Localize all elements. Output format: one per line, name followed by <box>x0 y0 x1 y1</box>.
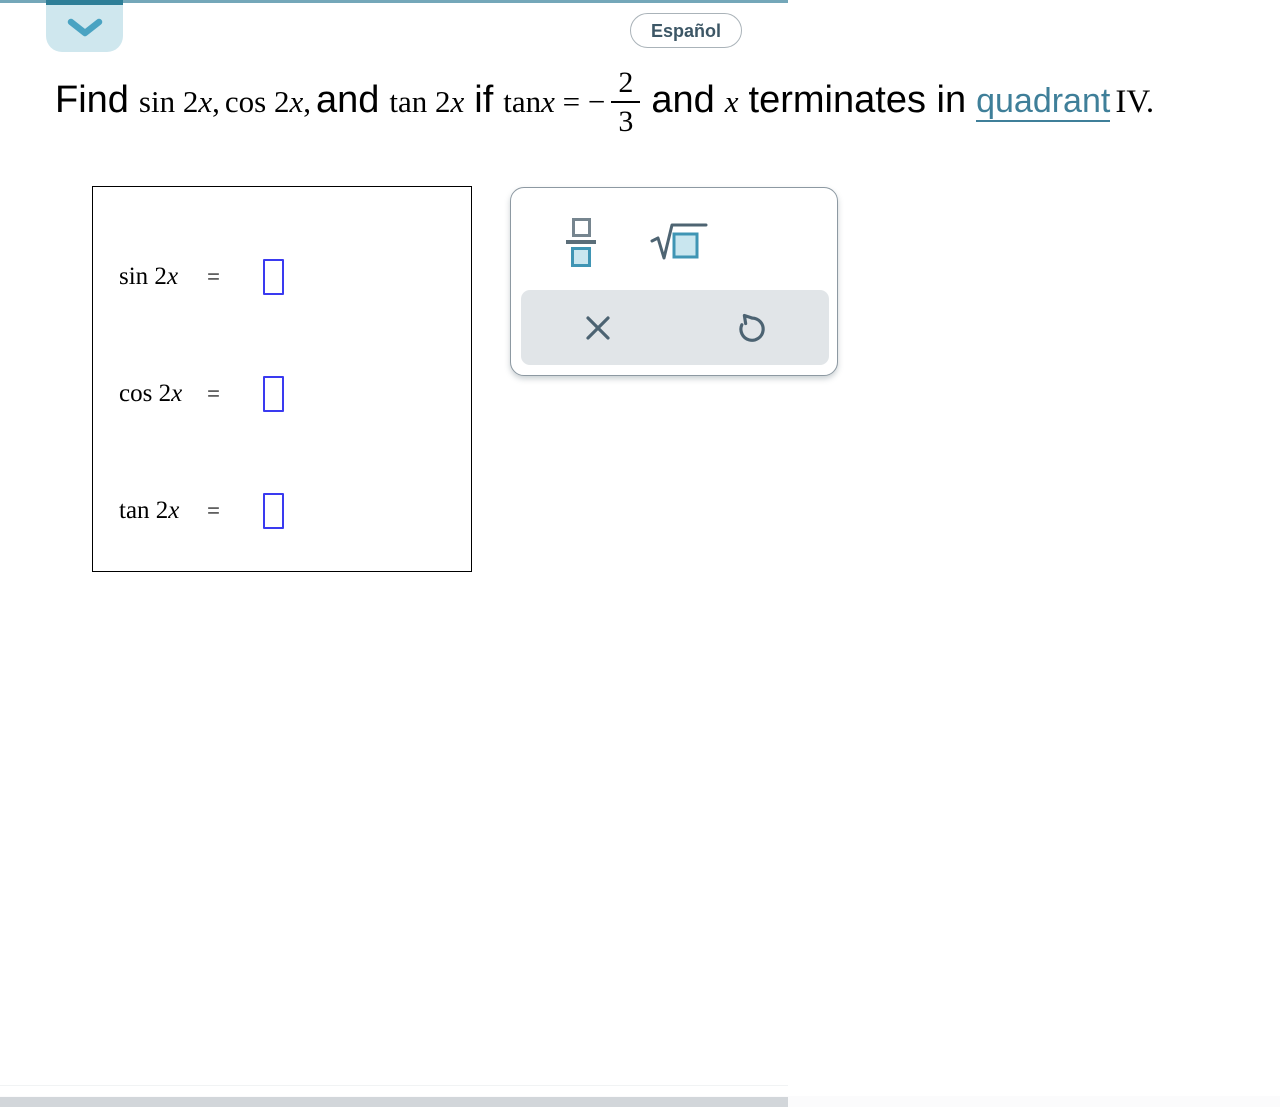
fraction-denominator: 3 <box>618 104 634 138</box>
problem-word-find: Find <box>55 79 129 121</box>
answer-row-cos2x: cos 2x = <box>93 372 471 416</box>
answer-label-sin2x: sin 2x <box>119 263 179 290</box>
answer-row-sin2x: sin 2x = <box>93 255 471 299</box>
quadrant-dictionary-link[interactable]: quadrant <box>976 82 1111 122</box>
equals-sign: = <box>207 264 220 289</box>
language-toggle-button[interactable]: Español <box>630 13 743 48</box>
math-cos2x: cos 2x, <box>224 84 311 119</box>
fraction-numerator: 2 <box>611 67 641 103</box>
toolbar-action-bar <box>521 290 829 365</box>
sqrt-template-icon <box>650 221 708 263</box>
clear-x-icon <box>583 313 613 343</box>
horizontal-scrollbar-track[interactable] <box>0 1096 1280 1107</box>
equals-sign: = <box>207 381 220 406</box>
fraction-template-button[interactable] <box>541 204 621 280</box>
undo-icon <box>734 310 770 346</box>
clear-answer-button[interactable] <box>521 290 675 365</box>
problem-word-and-2: and <box>651 79 715 121</box>
collapse-header-button[interactable] <box>46 0 123 52</box>
answer-label-tan2x: tan 2x <box>119 497 180 524</box>
undo-button[interactable] <box>675 290 829 365</box>
math-sin2x: sin 2x, <box>138 84 220 119</box>
chevron-down-icon <box>67 18 103 40</box>
fraction-template-icon <box>566 217 596 267</box>
math-tan2x: tan 2x <box>389 84 465 119</box>
sin2x-answer-input[interactable] <box>263 259 284 295</box>
header-top-line <box>0 0 788 3</box>
sqrt-template-button[interactable] <box>637 204 721 280</box>
answer-row-tan2x: tan 2x = <box>93 489 471 533</box>
problem-word-if: if <box>474 79 494 121</box>
language-toggle-label: Español <box>651 20 722 41</box>
math-input-toolbar <box>510 187 838 376</box>
horizontal-scrollbar-thumb[interactable] <box>0 1097 788 1107</box>
tan2x-answer-input[interactable] <box>263 493 284 529</box>
content-bottom-separator <box>0 1085 788 1086</box>
answer-label-cos2x: cos 2x <box>119 380 183 407</box>
math-tanx-equals: tanx = − <box>503 84 606 119</box>
answer-box: sin 2x = cos 2x = tan 2x = <box>92 186 472 572</box>
problem-word-and: and <box>315 79 380 121</box>
math-var-x: x <box>724 84 739 119</box>
quadrant-numeral: IV. <box>1115 84 1155 120</box>
equals-sign: = <box>207 498 220 523</box>
cos2x-answer-input[interactable] <box>263 376 284 412</box>
problem-word-terminates: terminates in <box>748 79 967 121</box>
